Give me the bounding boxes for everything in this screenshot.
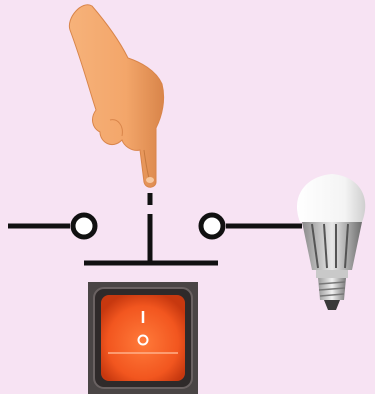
light-bulb-icon: [297, 174, 365, 310]
right-terminal: [201, 215, 223, 237]
power-rocker-icon: [101, 295, 185, 381]
hand-pointer: [69, 5, 163, 187]
left-terminal: [73, 215, 95, 237]
fingernail: [146, 177, 154, 183]
bulb-dome: [297, 174, 365, 222]
heat-sink: [302, 222, 362, 270]
bulb-tip: [324, 300, 340, 310]
rocker-switch: [88, 282, 198, 394]
push-button-switch: [8, 193, 302, 263]
